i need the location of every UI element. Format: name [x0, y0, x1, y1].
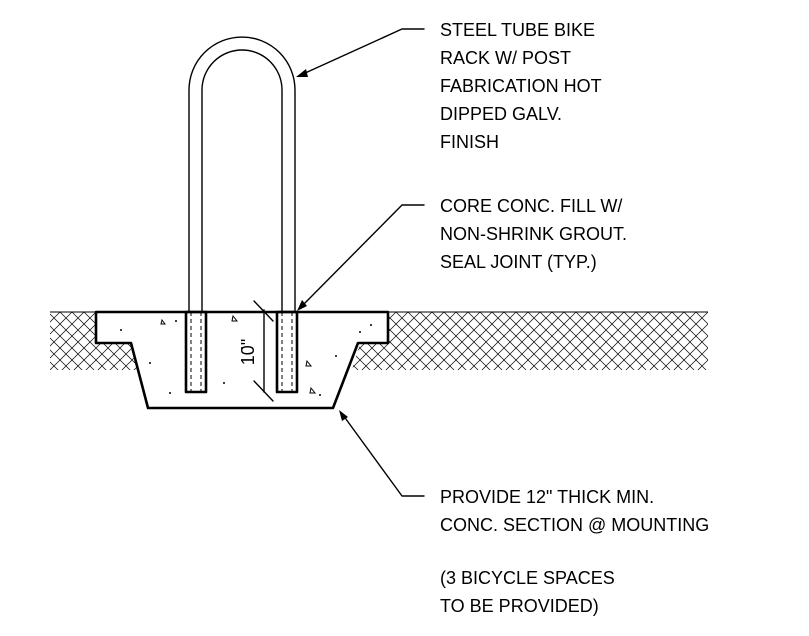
note-bike-rack-line-1: STEEL TUBE BIKE — [440, 20, 595, 40]
embed-depth-dimension: 10" — [238, 300, 274, 402]
leader-conc-section — [342, 414, 425, 497]
note-conc-section: PROVIDE 12" THICK MIN. CONC. SECTION @ M… — [440, 487, 709, 535]
concrete-aggregate — [120, 314, 372, 396]
tube-outer — [188, 36, 296, 313]
note-spaces-line-1: (3 BICYCLE SPACES — [440, 568, 615, 588]
earth-hatch-right — [352, 312, 708, 370]
note-bike-rack-line-5: FINISH — [440, 132, 499, 152]
note-conc-section-line-2: CONC. SECTION @ MOUNTING — [440, 515, 709, 535]
note-core-fill-line-2: NON-SHRINK GROUT. — [440, 224, 627, 244]
bike-rack-tube — [188, 36, 296, 313]
ground-section — [50, 311, 708, 370]
leaders — [296, 28, 425, 497]
note-conc-section-line-1: PROVIDE 12" THICK MIN. — [440, 487, 654, 507]
note-spaces-line-2: TO BE PROVIDED) — [440, 596, 599, 616]
earth-hatch-left — [50, 312, 138, 370]
leader-core-fill — [300, 204, 425, 308]
note-bicycle-spaces: (3 BICYCLE SPACES TO BE PROVIDED) — [440, 568, 615, 616]
tube-inner — [201, 49, 283, 313]
dimension-tick-bottom — [253, 380, 274, 402]
note-core-fill-line-3: SEAL JOINT (TYP.) — [440, 252, 597, 272]
leader-bike-rack — [302, 28, 425, 75]
note-bike-rack: STEEL TUBE BIKE RACK W/ POST FABRICATION… — [440, 20, 602, 152]
note-bike-rack-line-4: DIPPED GALV. — [440, 104, 562, 124]
embed-depth-label: 10" — [238, 339, 258, 365]
core-hole-right — [275, 310, 299, 394]
note-bike-rack-line-2: RACK W/ POST — [440, 48, 571, 68]
note-core-fill: CORE CONC. FILL W/ NON-SHRINK GROUT. SEA… — [440, 196, 627, 272]
note-bike-rack-line-3: FABRICATION HOT — [440, 76, 602, 96]
dimension-tick-top — [253, 300, 274, 322]
note-core-fill-line-1: CORE CONC. FILL W/ — [440, 196, 622, 216]
core-hole-left — [184, 310, 208, 394]
concrete-footing — [94, 310, 390, 410]
embedded-posts — [184, 310, 299, 394]
footing-outline — [94, 310, 390, 410]
